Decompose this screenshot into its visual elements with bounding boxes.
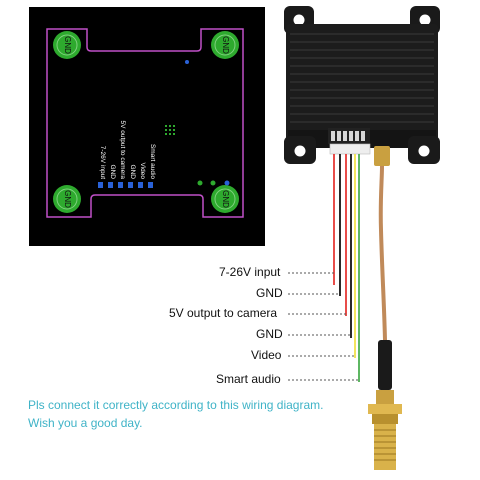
pad-label-2: GND xyxy=(221,36,230,54)
label-input: 7-26V input xyxy=(219,265,281,279)
via-dot xyxy=(185,60,189,64)
connector-contacts xyxy=(331,131,365,141)
connector-plug xyxy=(329,143,371,155)
silk-video: Video xyxy=(139,162,146,179)
note-line-1: Pls connect it correctly according to th… xyxy=(28,398,324,412)
antenna-pad-2 xyxy=(210,180,216,186)
pcb-diagram: GND GND GND GND Smart audio Video GND 5V… xyxy=(29,7,265,246)
silk-gnd-1: GND xyxy=(129,165,136,180)
label-gnd-2: GND xyxy=(256,327,283,341)
label-video: Video xyxy=(251,348,282,362)
pcb-outline-svg: GND GND GND GND Smart audio Video GND 5V… xyxy=(46,28,244,218)
label-smart-audio: Smart audio xyxy=(216,372,281,386)
pad-label-4: GND xyxy=(221,190,230,208)
leader-lines xyxy=(288,272,359,381)
pad-top-left xyxy=(53,31,81,59)
pad-label-3: GND xyxy=(63,190,72,208)
board-outline xyxy=(46,28,244,218)
connector-pins xyxy=(98,182,153,188)
pad-bottom-left xyxy=(53,185,81,213)
sma-connector xyxy=(368,390,402,470)
label-5v-output: 5V output to camera xyxy=(169,306,278,320)
mount-tab-bottom-right xyxy=(408,136,440,164)
pad-top-right xyxy=(211,31,239,59)
chip-dot-grid xyxy=(165,125,175,135)
silk-smart-audio: Smart audio xyxy=(149,144,156,179)
heatsink-body xyxy=(286,24,438,142)
mount-tab-bottom-left xyxy=(284,136,316,164)
ufl-connector xyxy=(374,146,390,166)
antenna-pad-3 xyxy=(224,180,230,186)
cable-heatshrink xyxy=(378,340,392,390)
wire-bundle xyxy=(333,154,360,382)
label-gnd-1: GND xyxy=(256,286,283,300)
pad-label-1: GND xyxy=(63,36,72,54)
vtx-module-drawing xyxy=(284,6,440,470)
antenna-cable xyxy=(378,165,387,341)
heatsink-fins xyxy=(290,33,434,123)
antenna-pad-1 xyxy=(197,180,203,186)
note-line-2: Wish you a good day. xyxy=(28,416,143,430)
silk-5v-output: 5V output to camera xyxy=(119,120,126,179)
silk-input: 7-26V input xyxy=(99,146,106,179)
pad-bottom-right xyxy=(211,185,239,213)
silk-gnd-2: GND xyxy=(109,165,116,180)
